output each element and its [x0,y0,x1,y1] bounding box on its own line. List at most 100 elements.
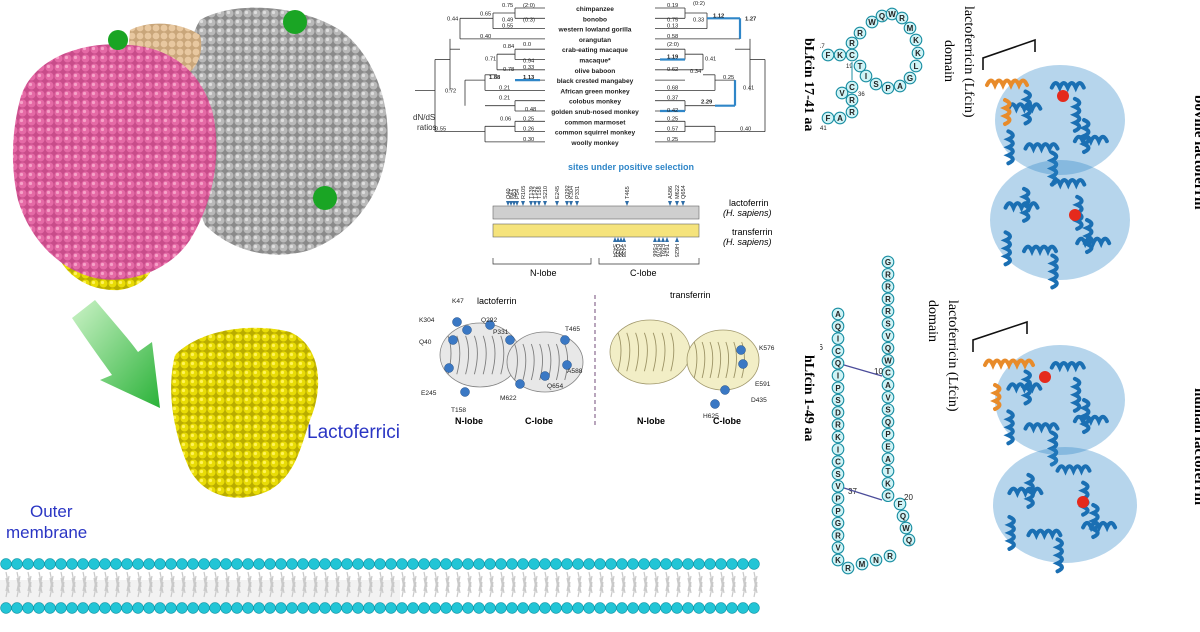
lipid-tail [676,575,681,592]
c-lf-site-label: Q40 [419,339,432,346]
lipid-tail [214,575,219,592]
ribbon-helix [1047,253,1059,290]
lipid-tail [599,581,604,598]
selected-site-sphere [485,320,495,330]
membrane-label-line1: Outer [30,502,73,521]
left-ratio-value: 0.55 [435,127,446,133]
lipid-tail [621,575,626,592]
residue-bead [881,304,895,318]
residue-letter: S [885,320,891,329]
lipid-tail [16,575,21,592]
residue-bead [831,541,845,555]
left-ratio-value: 0.78 [503,67,514,73]
lipid-tail [159,575,164,592]
membrane-svg [0,558,760,614]
ribbon-strand [701,341,706,379]
lipid-head [594,558,606,570]
lipid-tail [126,581,131,598]
lipid-tail [346,575,351,592]
left-ratio-value: 0.21 [499,85,510,91]
residue-letter: S [873,80,879,89]
lf-site-label: P331 [575,186,581,199]
c-tf-site-label: D435 [751,397,767,404]
ribbon-helix [1049,361,1086,373]
tf-site-marker [613,237,617,242]
lipid-head [176,558,188,570]
lipid-tail [478,575,483,592]
lipid-tail [5,581,10,598]
residue-letter: F [826,51,831,60]
lipid-tail [49,581,54,598]
residue-letter: A [885,455,891,464]
ribbon-strand [500,335,505,375]
residue-bead [881,81,895,95]
lipid-head [506,558,518,570]
residue-bead [869,77,883,91]
lipid-head [77,602,89,614]
left-ratio-value: (0:3) [523,17,535,23]
lf-site-label: Q292 [565,185,571,199]
lipid-head [88,602,100,614]
lipid-head [154,558,166,570]
lipid-head [583,602,595,614]
residue-bead [845,36,859,50]
lipid-tail [379,581,384,598]
lipid-head [429,602,441,614]
lipid-head [605,558,617,570]
lipid-tail [456,581,461,598]
residue-letter: V [885,393,891,402]
lipid-head [198,558,210,570]
lipid-tail [654,581,659,598]
ribbon-helix [1026,528,1063,541]
right-ratio-value: 0.19 [667,3,678,9]
c-lf-site-label: T158 [451,407,466,414]
lipid-head [572,558,584,570]
residue-number: 36 [858,92,865,98]
bovine-bracket [982,38,1036,70]
lipid-tail [203,575,208,592]
lactoferricin-surface [171,327,319,498]
lipid-tail [324,581,329,598]
lipid-head [66,558,78,570]
residue-bead [855,557,869,571]
lipid-head [220,602,232,614]
residue-number: 46 [820,343,823,352]
lipid-head [539,558,551,570]
residue-bead [831,344,845,358]
lipid-tail [467,581,472,598]
left-ratio-value: 0.65 [480,11,491,17]
residue-bead [909,59,923,73]
residue-letter: K [835,433,841,442]
right-ratio-value: 0.57 [667,127,678,133]
residue-bead [831,381,845,395]
lipid-tail [522,581,527,598]
residue-letter: C [849,51,855,60]
tf-site-marker [661,237,665,242]
lipid-tail [170,575,175,592]
right-ratio-value: (0:2) [693,1,705,7]
residue-letter: T [858,62,863,71]
lf-site-marker [529,201,533,206]
residue-letter: E [885,443,891,452]
domain-label-top-2: domain [941,40,956,82]
lf-site-label: Q40 [506,188,512,199]
lipid-tail [445,581,450,598]
selected-site-sphere [720,385,730,395]
lf-site-label: P54 [515,189,521,199]
selected-site-sphere [448,335,458,345]
residue-letter: P [885,84,891,93]
residue-bead [831,504,845,518]
ribbon-strand [733,341,737,379]
lipid-head [308,602,320,614]
residue-letter: I [865,72,867,81]
lf-site-marker [515,201,519,206]
residue-bead [831,393,845,407]
pink-subunit [12,44,217,280]
lipid-head [726,558,738,570]
lf-site-marker [506,201,510,206]
lipid-tail [368,575,373,592]
left-ratio-value: 0.84 [503,44,515,50]
ribbon-helix [1003,129,1015,166]
lipid-head [693,602,705,614]
lipid-head [330,558,342,570]
